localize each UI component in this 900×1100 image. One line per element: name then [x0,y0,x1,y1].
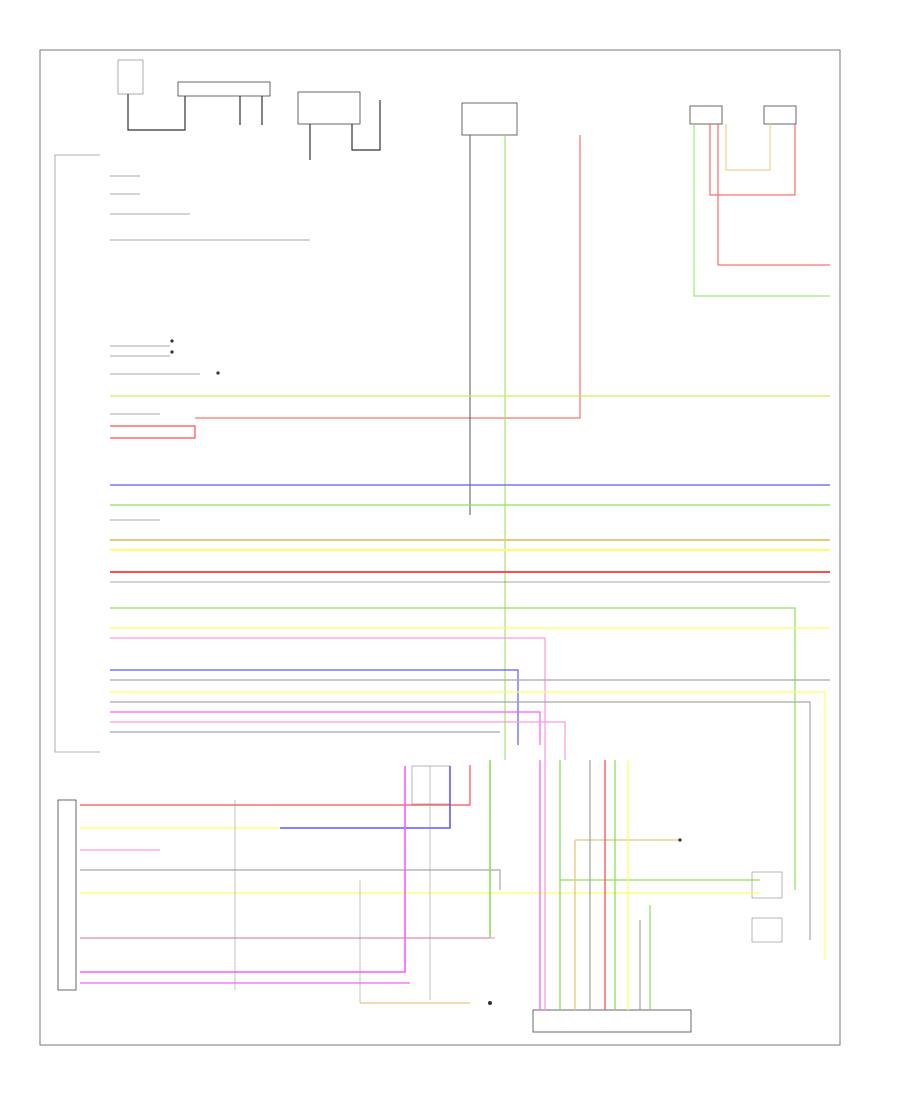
wire-gray-bottom [80,869,501,890]
component-box [297,91,361,125]
component-box [763,105,797,125]
wire-gray-2 [110,701,811,940]
ground-dot [170,350,174,354]
ground-points [170,339,682,1005]
wire-pink-2 [110,721,566,760]
bottom-wires [80,760,760,1004]
wire-red-loop [110,425,196,439]
component-box [689,105,723,125]
wire-green-speaker [693,124,830,297]
harness-bracket [54,154,100,753]
stub [110,175,830,583]
pin-stubs [110,175,830,583]
mid-box [411,765,451,805]
bottom-box [532,1009,692,1033]
right-box-2 [751,917,783,943]
lead [351,100,381,151]
left-connector [57,799,77,991]
module-drops [539,760,651,1010]
top-component-leads [127,94,381,160]
component-box [177,81,271,97]
wire-magenta [110,711,541,745]
wire-pink [110,637,546,760]
top-components [117,59,797,136]
horizontal-wires [110,395,830,960]
wire-red-bottom [80,765,471,806]
ground-dot [216,371,220,375]
bottom-module [57,765,783,1033]
ground-dot [678,838,682,842]
wire-red-speaker-2 [709,124,796,196]
lead [127,94,186,131]
wire-red-speaker [717,124,830,266]
wire-blue-2 [110,669,519,745]
right-box [751,871,783,899]
wire-green-bottom [80,760,491,939]
internal-lines [234,766,431,1003]
component-box [461,102,518,136]
wire-yellow-3 [110,691,826,960]
diagram-frame [39,49,841,1046]
component-box [117,59,144,95]
vertical-drops [195,124,830,760]
wire-magenta-bottom [80,766,406,973]
ground-dot [488,1001,492,1005]
wire-red-vertical [195,135,581,419]
wire-tan-speaker [725,124,771,171]
internal-line [234,766,431,1003]
ground-dot [170,339,174,343]
wire-green-2 [110,607,796,890]
wire-blue-bottom [280,766,451,829]
